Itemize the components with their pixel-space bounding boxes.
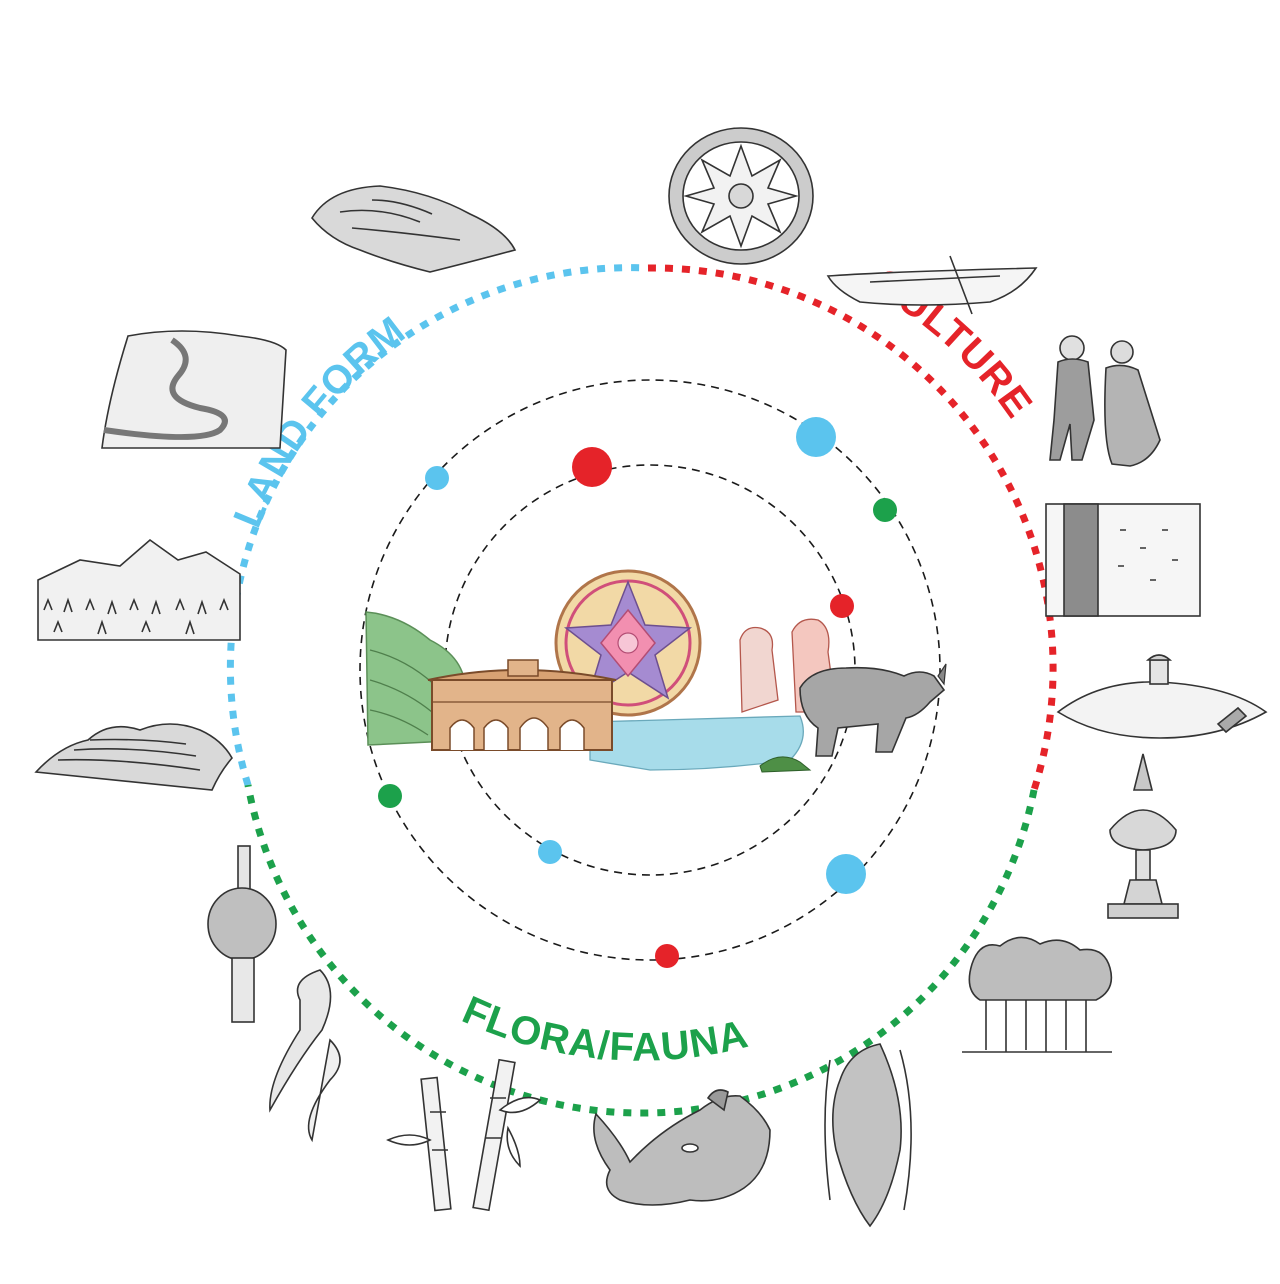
orbit-dot <box>572 447 612 487</box>
hut-icon <box>1056 654 1268 739</box>
orbit-dot <box>538 840 562 864</box>
bamboo-icon <box>386 1058 542 1212</box>
land-form-ring-segment <box>226 264 649 787</box>
palm-icon <box>207 845 277 1023</box>
orbit-dot <box>826 854 866 894</box>
orbit-dot <box>873 498 897 522</box>
butterfly-icon <box>269 969 341 1143</box>
rhino-head-icon <box>593 1089 771 1206</box>
orbit-dot <box>378 784 402 808</box>
forest-icon <box>962 936 1113 1053</box>
orbit-dot <box>830 594 854 618</box>
grass-center <box>759 756 812 773</box>
rhino-center <box>799 663 947 757</box>
outer-orbit <box>359 379 941 961</box>
orbit-dot <box>425 466 449 490</box>
orchid-icon <box>824 1043 912 1228</box>
outer-ring <box>226 264 1057 1117</box>
boat-icon <box>826 255 1038 315</box>
culture-ring-segment <box>647 264 1057 792</box>
hills-icon <box>34 723 233 791</box>
wetland-icon <box>311 185 517 273</box>
japi-hat-icon <box>668 127 814 265</box>
flora-fauna-ring-segment <box>244 784 1038 1117</box>
bihu-dancers-icon <box>1049 335 1161 467</box>
orbit-dots <box>378 417 897 968</box>
flora-fauna-label: FLORA/FAUNA <box>456 988 752 1070</box>
palace-center <box>427 659 617 751</box>
sorai-icon <box>1107 753 1179 919</box>
orbit-dot <box>655 944 679 968</box>
river-icon <box>101 330 287 449</box>
mountain-field-icon <box>37 538 241 641</box>
gamosa-textile-icon <box>1045 503 1201 617</box>
orbit-dot <box>796 417 836 457</box>
central-scene-icon <box>365 569 947 773</box>
